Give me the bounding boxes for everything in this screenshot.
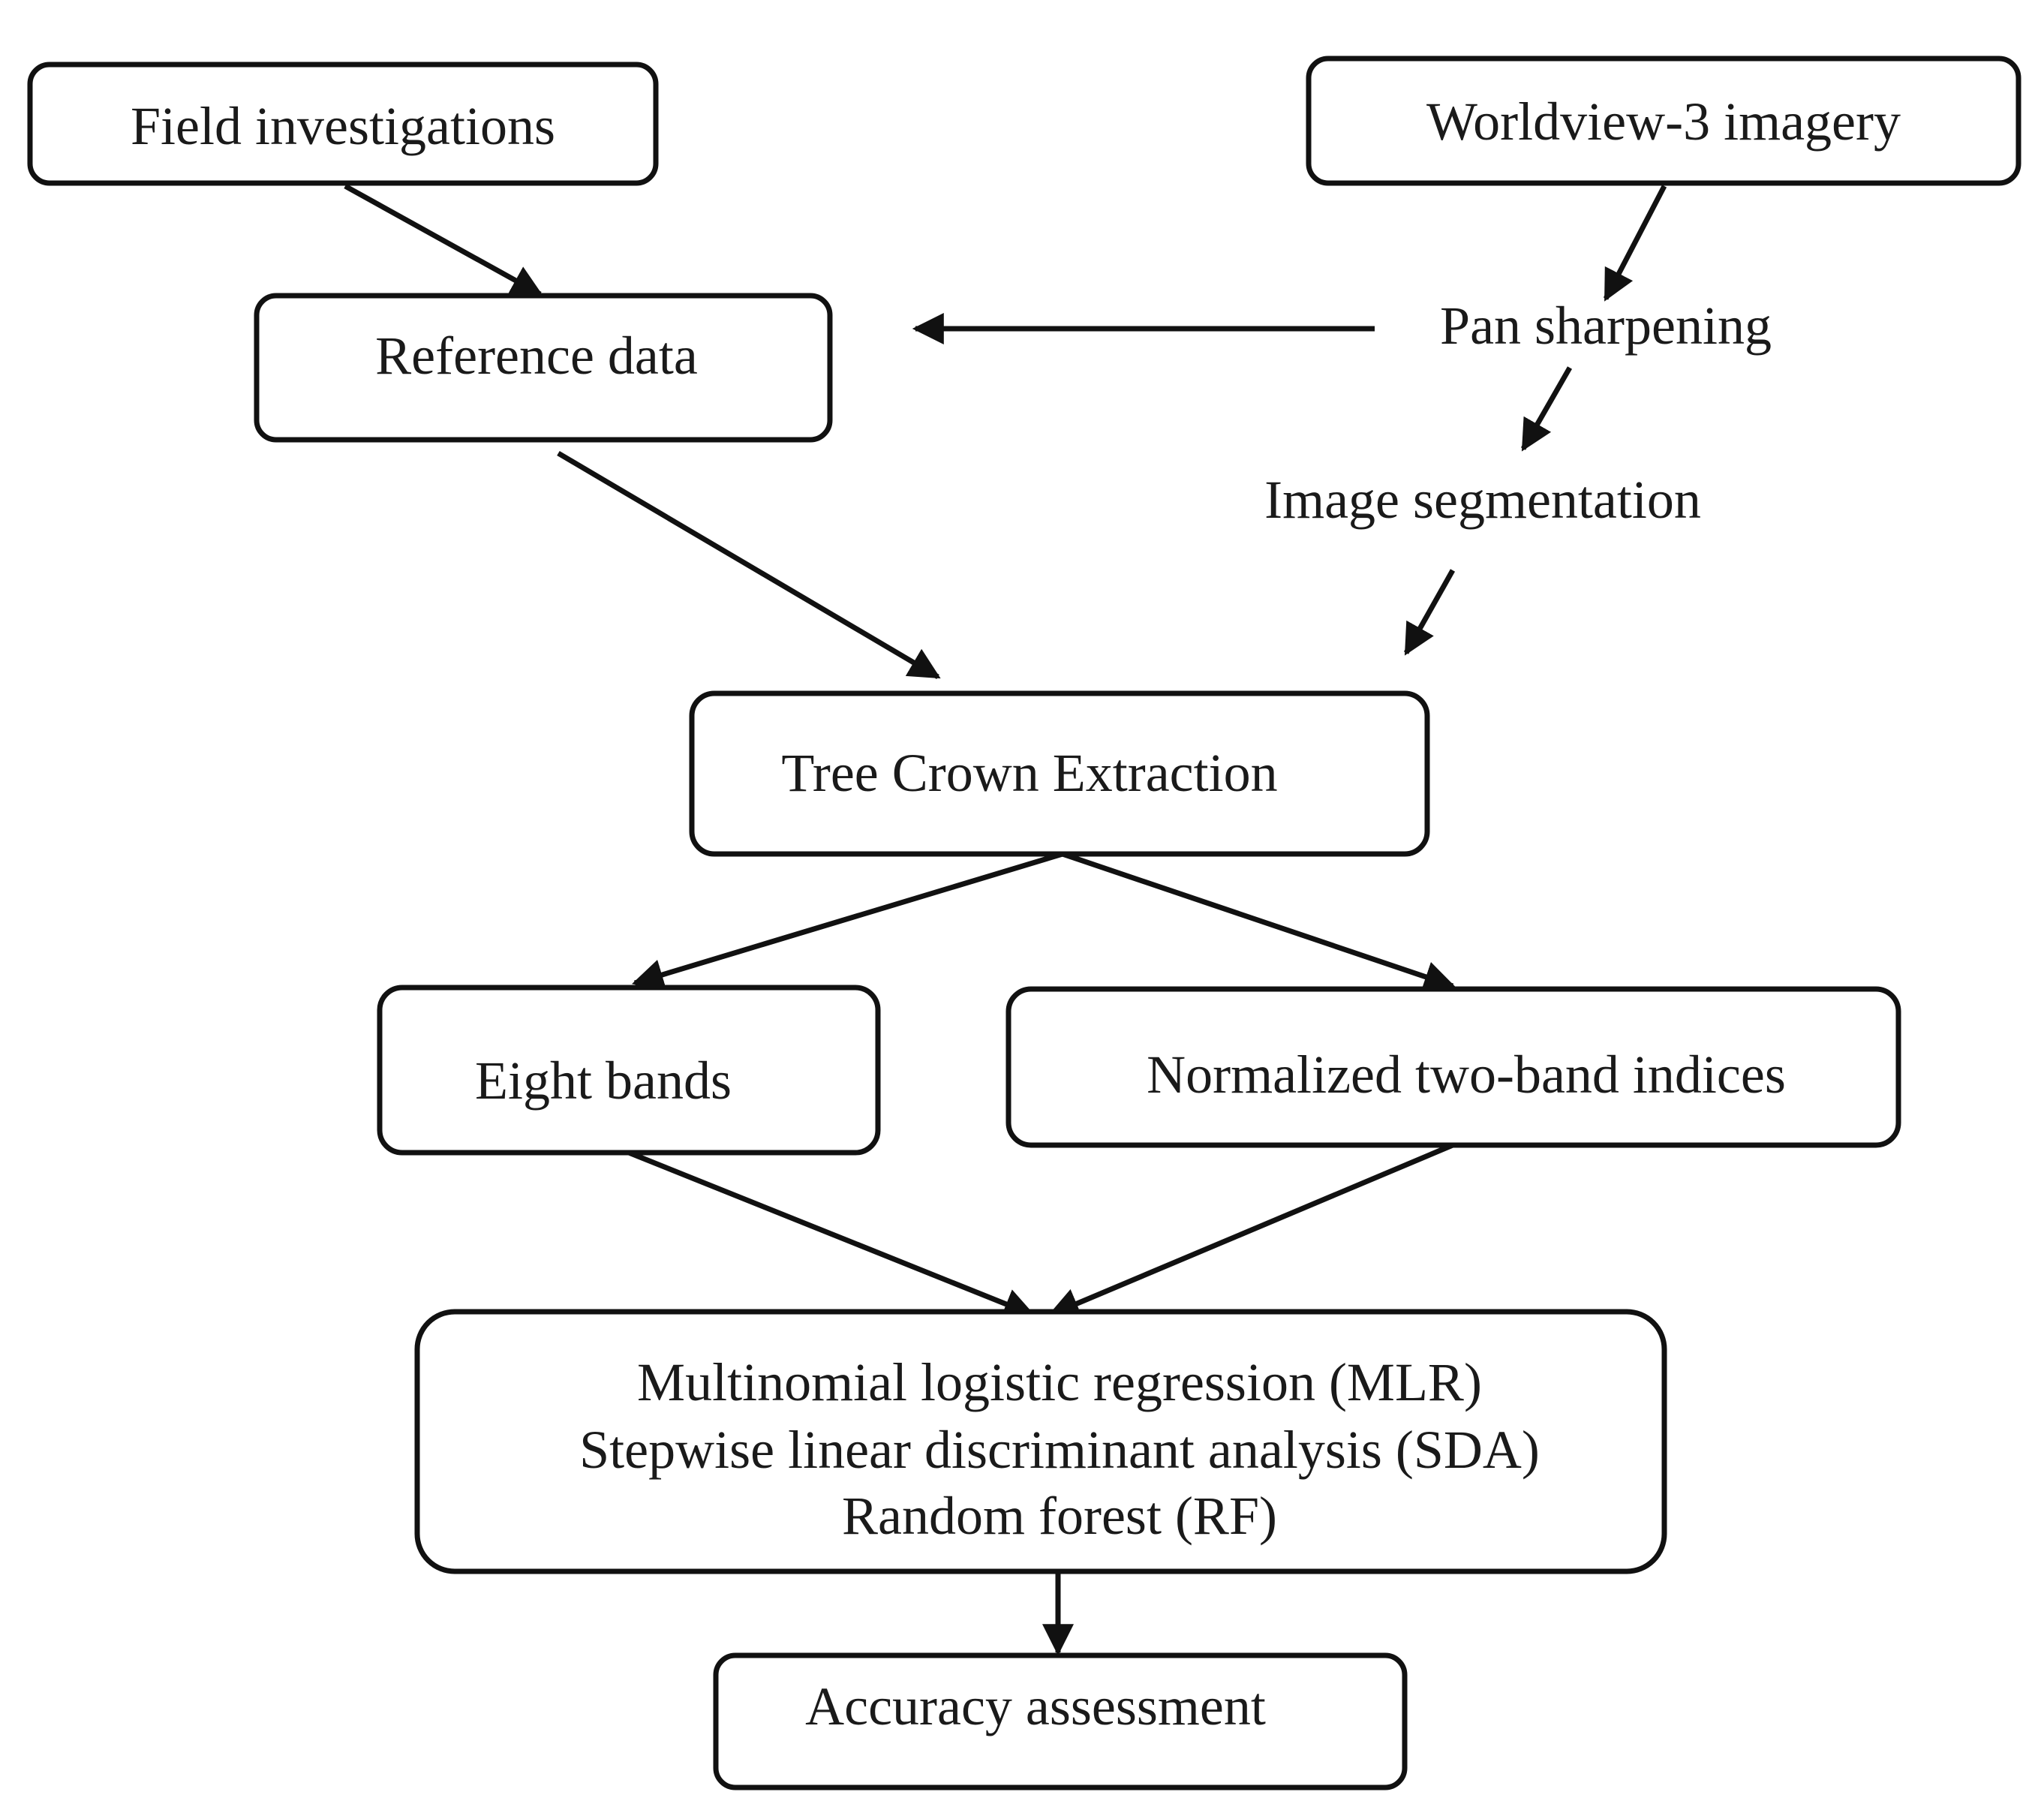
box-normalized-indices: [1005, 986, 1901, 1148]
edge-eightbands-to-classifiers: [627, 1150, 1036, 1319]
label-reference-data: Reference data: [375, 326, 698, 386]
label-normalized-indices: Normalized two-band indices: [1147, 1045, 1786, 1105]
label-classifier-sda: Stepwise linear discriminant analysis (S…: [579, 1420, 1540, 1480]
edge-treecrown-to-eightbands: [631, 851, 1064, 991]
node-tree-crown-extraction: Tree Crown Extraction: [689, 690, 1430, 857]
edge-segmentation-to-treecrown: [1403, 569, 1456, 656]
node-field-investigations: Field investigations: [27, 62, 659, 186]
box-accuracy-assessment: [713, 1652, 1408, 1790]
label-tree-crown-extraction: Tree Crown Extraction: [781, 743, 1277, 803]
label-field-investigations: Field investigations: [131, 96, 555, 156]
label-classifier-rf: Random forest (RF): [842, 1486, 1277, 1546]
label-worldview-imagery: Worldview-3 imagery: [1426, 92, 1901, 152]
label-accuracy-assessment: Accuracy assessment: [805, 1676, 1266, 1736]
box-worldview-imagery: [1306, 56, 2021, 186]
edge-field-to-reference: [344, 183, 543, 297]
box-reference-data: [254, 293, 833, 443]
node-worldview-imagery: Worldview-3 imagery: [1306, 56, 2021, 186]
edge-pansharpening-to-segmentation: [1520, 366, 1573, 452]
node-accuracy-assessment: Accuracy assessment: [713, 1652, 1408, 1790]
edge-normalized-to-classifiers: [1048, 1142, 1454, 1318]
box-tree-crown-extraction: [689, 690, 1430, 857]
label-eight-bands: Eight bands: [475, 1051, 732, 1111]
box-eight-bands: [377, 985, 881, 1156]
node-pan-sharpening: Pan sharpening: [1440, 296, 1772, 356]
box-classifiers: [414, 1309, 1667, 1574]
edges: [344, 183, 1667, 1656]
node-normalized-indices: Normalized two-band indices: [1005, 986, 1901, 1148]
box-field-investigations: [27, 62, 659, 186]
label-classifier-mlr: Multinomial logistic regression (MLR): [637, 1352, 1482, 1412]
edge-reference-to-treecrown: [557, 450, 941, 680]
node-eight-bands: Eight bands: [377, 985, 881, 1156]
node-image-segmentation: Image segmentation: [1264, 470, 1701, 530]
label-pan-sharpening: Pan sharpening: [1440, 296, 1772, 356]
label-image-segmentation: Image segmentation: [1264, 470, 1701, 530]
edge-worldview-to-pansharpening: [1603, 185, 1667, 302]
node-classifiers: Multinomial logistic regression (MLR) St…: [414, 1309, 1667, 1574]
node-reference-data: Reference data: [254, 293, 833, 443]
edge-treecrown-to-normalized: [1061, 851, 1456, 992]
